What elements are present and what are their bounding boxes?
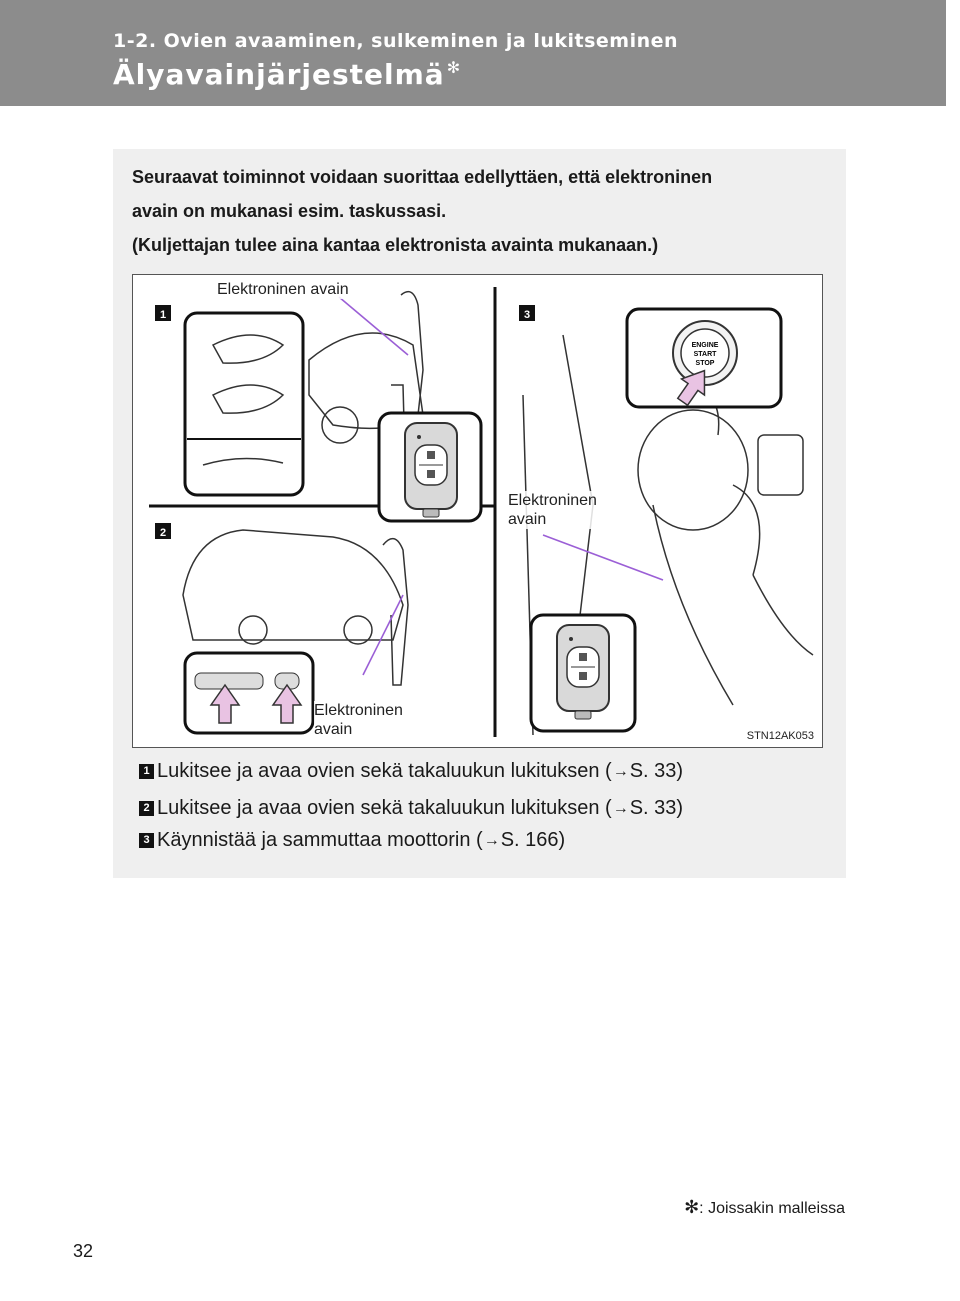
legend-item-1: 1 Lukitsee ja avaa ovien sekä takaluukun… — [139, 760, 683, 783]
key-label-top: Elektroninen avain — [217, 280, 349, 299]
asterisk-icon: ✻ — [447, 58, 461, 77]
badge-number-3: 3 — [524, 309, 530, 321]
intro-line-3: (Kuljettajan tulee aina kantaa elektroni… — [132, 228, 832, 262]
key-label-right: Elektroninen avain — [508, 491, 597, 529]
panel-badge-2: 2 — [155, 523, 171, 539]
key-fob-inset-3 — [531, 615, 635, 731]
legend-number-1: 1 — [139, 764, 154, 779]
key-label-bottom: Elektroninen avain — [314, 701, 403, 739]
key-label-right-line-1: Elektroninen — [508, 491, 597, 510]
legend-text-1: Lukitsee ja avaa ovien sekä takaluukun l… — [157, 760, 612, 783]
panel-badge-1: 1 — [155, 305, 171, 321]
page-title: Älyavainjärjestelmä✻ — [113, 58, 461, 91]
legend-ref-2: S. 33) — [630, 797, 683, 820]
legend-ref-1: S. 33) — [630, 760, 683, 783]
page-title-text: Älyavainjärjestelmä — [113, 58, 445, 91]
chapter-header: 1-2. Ovien avaaminen, sulkeminen ja luki… — [0, 0, 946, 106]
intro-line-1: Seuraavat toiminnot voidaan suorittaa ed… — [132, 160, 832, 194]
engine-button-inset: ENGINE START STOP — [627, 309, 781, 410]
legend-number-2: 2 — [139, 801, 154, 816]
right-arrow-icon: → — [484, 832, 500, 850]
right-arrow-icon: → — [613, 763, 629, 781]
engine-button-text-3: STOP — [696, 360, 715, 367]
key-label-bottom-line-2: avain — [314, 720, 403, 739]
tailgate-handle-inset — [185, 653, 313, 733]
legend-text-3: Käynnistää ja sammuttaa moottorin ( — [157, 829, 483, 852]
legend-item-2: 2 Lukitsee ja avaa ovien sekä takaluukun… — [139, 797, 683, 820]
legend-ref-3: S. 166) — [501, 829, 565, 852]
engine-button-text-2: START — [694, 351, 718, 358]
asterisk-icon: ✻ — [684, 1197, 699, 1217]
intro-line-2: avain on mukanasi esim. taskussasi. — [132, 194, 832, 228]
key-fob-inset-1 — [379, 413, 481, 521]
badge-number-2: 2 — [160, 527, 166, 539]
right-arrow-icon: → — [613, 800, 629, 818]
footnote-text: : Joissakin malleissa — [699, 1200, 845, 1217]
footnote: ✻: Joissakin malleissa — [684, 1197, 845, 1218]
illustration-drawing: 1 2 3 — [133, 275, 822, 747]
page-number: 32 — [73, 1241, 93, 1262]
legend-number-3: 3 — [139, 833, 154, 848]
key-label-bottom-line-1: Elektroninen — [314, 701, 403, 720]
badge-number-1: 1 — [160, 309, 166, 321]
engine-button-text-1: ENGINE — [692, 342, 719, 349]
smart-key-illustration: 1 2 3 — [132, 274, 823, 748]
figure-code: STN12AK053 — [747, 730, 814, 742]
intro-text: Seuraavat toiminnot voidaan suorittaa ed… — [132, 160, 832, 262]
legend-item-3: 3 Käynnistää ja sammuttaa moottorin (→S.… — [139, 829, 565, 852]
key-label-right-line-2: avain — [508, 510, 597, 529]
panel-badge-3: 3 — [519, 305, 535, 321]
section-title: 1-2. Ovien avaaminen, sulkeminen ja luki… — [113, 30, 678, 52]
legend-text-2: Lukitsee ja avaa ovien sekä takaluukun l… — [157, 797, 612, 820]
